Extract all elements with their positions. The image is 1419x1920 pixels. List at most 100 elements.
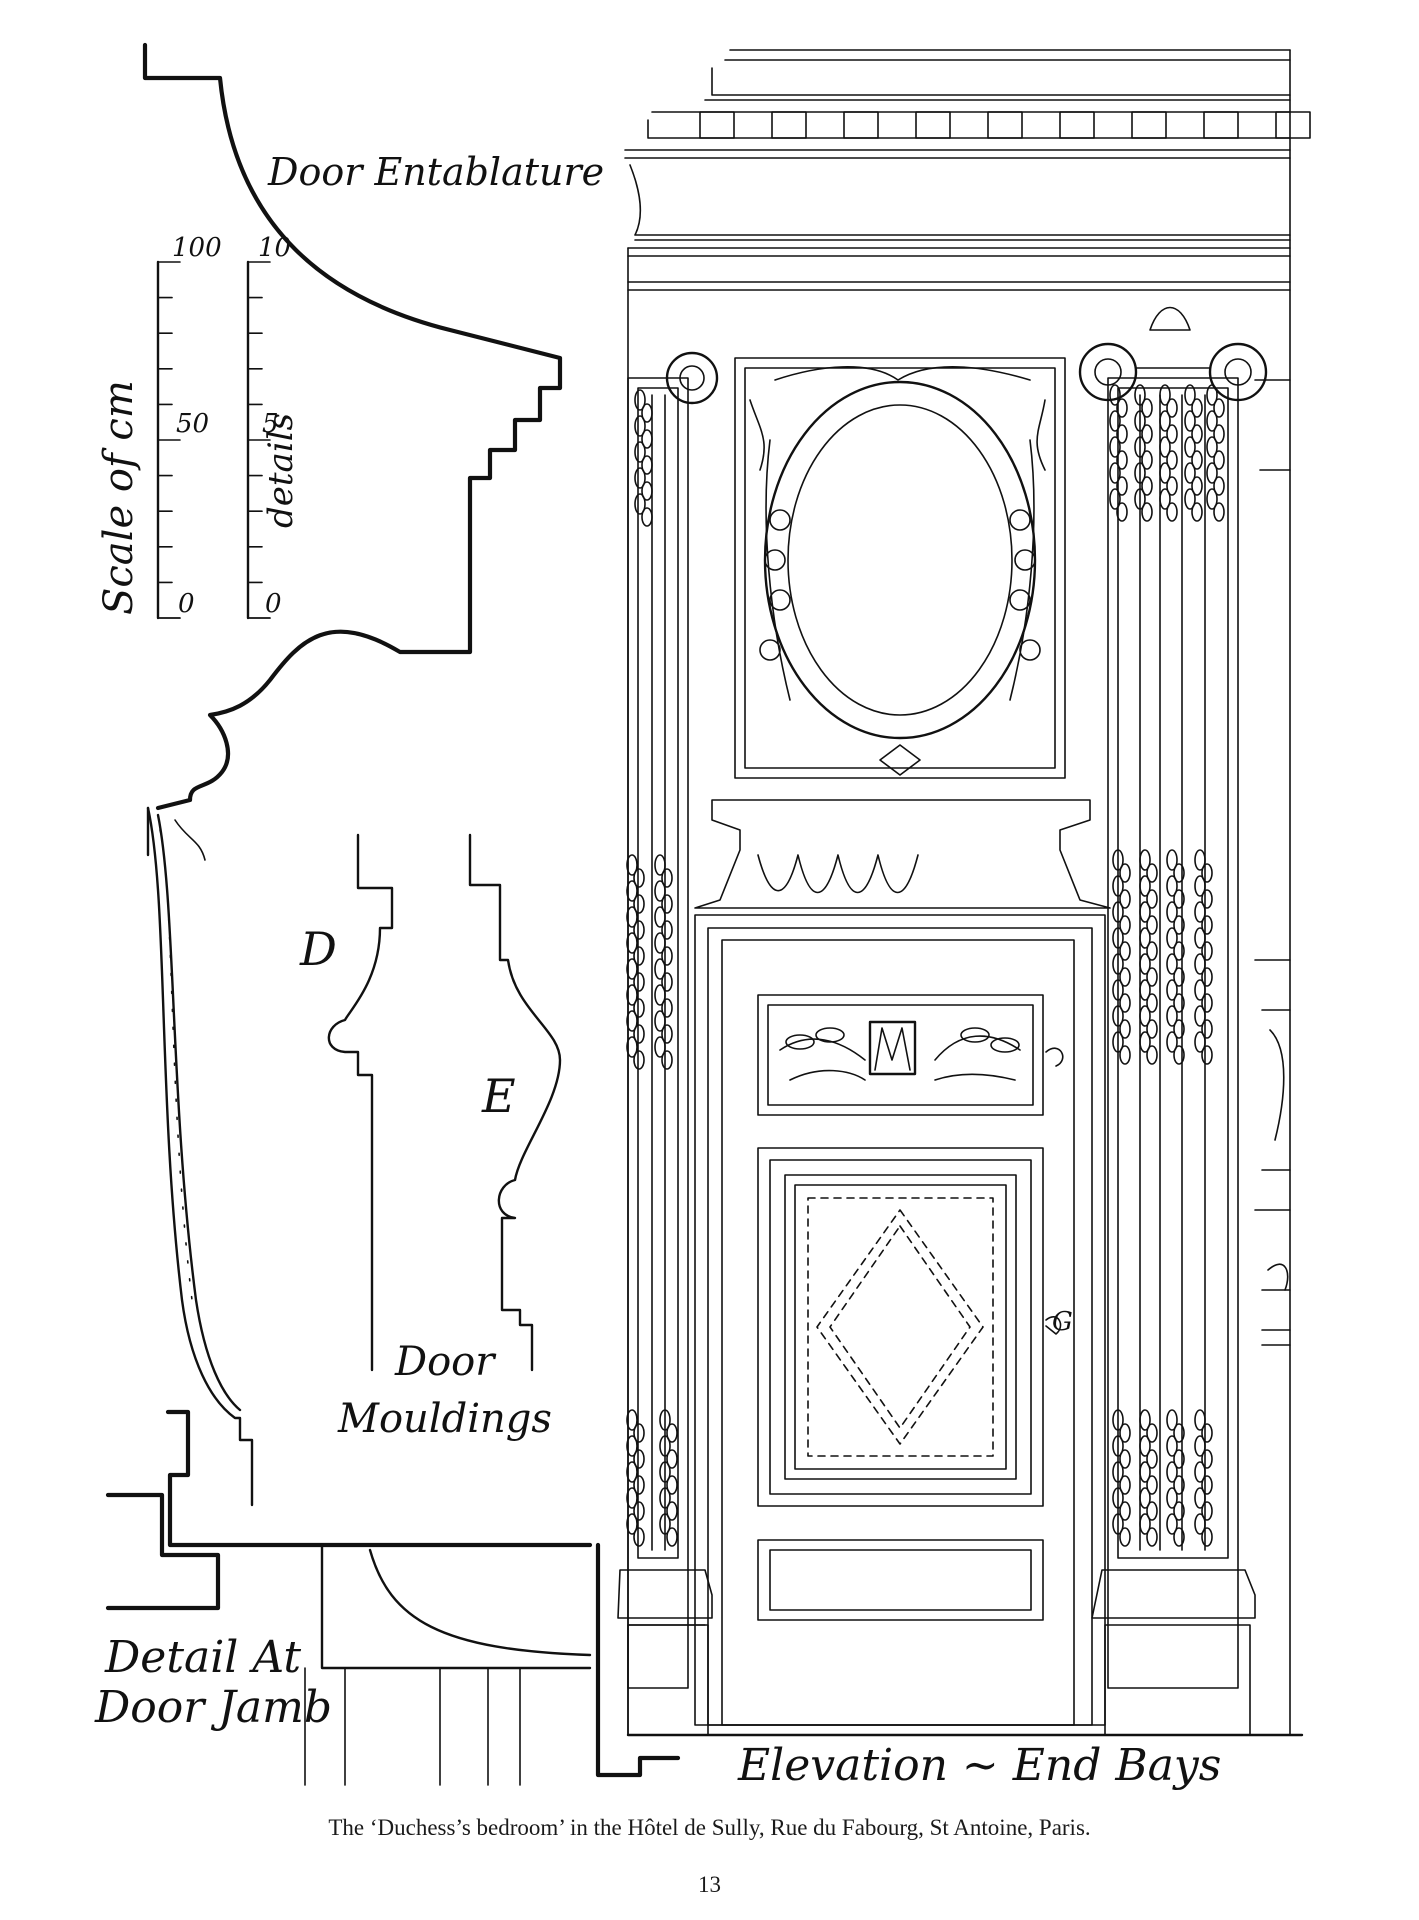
door-jamb-label: Door Jamb: [94, 1682, 332, 1733]
door-jamb-section: [105, 806, 681, 1786]
carved-leaf: [654, 854, 666, 876]
carved-leaf: [1134, 410, 1146, 432]
carved-leaf: [1201, 941, 1213, 961]
carved-leaf: [1139, 953, 1151, 975]
carved-leaf: [1116, 450, 1128, 470]
carved-leaf: [1116, 502, 1128, 522]
carved-leaf: [1139, 901, 1151, 923]
carved-leaf: [1201, 993, 1213, 1013]
carved-leaf: [633, 1501, 645, 1521]
entablature-profile: [142, 42, 563, 811]
carved-leaf: [626, 958, 638, 980]
carved-leaf: [1194, 1461, 1206, 1483]
left-pilaster: [617, 351, 719, 1736]
carved-leaf: [1146, 863, 1158, 883]
carved-leaf: [1191, 424, 1203, 444]
carved-leaf: [1112, 1005, 1124, 1027]
carved-leaf: [659, 1409, 671, 1431]
carved-leaf: [633, 998, 645, 1018]
door: [694, 914, 1106, 1726]
carved-leaf: [1119, 967, 1131, 987]
dentil: [771, 111, 807, 139]
carved-leaf: [1184, 462, 1196, 484]
carved-leaf: [1119, 941, 1131, 961]
door-mouldings-label-1: Door: [394, 1339, 497, 1385]
carved-leaf: [1166, 875, 1178, 897]
carved-leaf: [1206, 436, 1218, 458]
carved-leaf: [1206, 384, 1218, 406]
carved-leaf: [633, 1024, 645, 1044]
carved-leaf: [641, 429, 653, 449]
carved-leaf: [1201, 967, 1213, 987]
carved-leaf: [1109, 462, 1121, 484]
carved-leaf: [1166, 1031, 1178, 1053]
carved-leaf: [1194, 1513, 1206, 1535]
dentil: [1203, 111, 1239, 139]
carved-leaf: [1139, 875, 1151, 897]
carved-leaf: [633, 946, 645, 966]
carved-leaf: [1139, 1461, 1151, 1483]
carved-leaf: [1134, 436, 1146, 458]
carved-leaf: [1112, 927, 1124, 949]
carved-leaf: [1213, 502, 1225, 522]
carved-leaf: [666, 1449, 678, 1469]
scale-b-top: 10: [258, 233, 291, 263]
carved-leaf: [1159, 436, 1171, 458]
carved-leaf: [1213, 424, 1225, 444]
carved-leaf: [1112, 1513, 1124, 1535]
carved-leaf: [654, 880, 666, 902]
carved-leaf: [1166, 450, 1178, 470]
carved-leaf: [661, 894, 673, 914]
carved-leaf: [1173, 993, 1185, 1013]
carved-leaf: [1194, 1031, 1206, 1053]
scale-b-bottom: 0: [265, 589, 282, 619]
carved-leaf: [626, 984, 638, 1006]
carved-leaf: [661, 868, 673, 888]
scale-a-mid: 50: [176, 409, 209, 439]
carved-leaf: [1166, 1487, 1178, 1509]
moulding-e-label: E: [481, 1069, 516, 1123]
carved-leaf: [626, 932, 638, 954]
carved-leaf: [666, 1501, 678, 1521]
carved-leaf: [1173, 1501, 1185, 1521]
carved-leaf: [1213, 450, 1225, 470]
carved-leaf: [1194, 901, 1206, 923]
carved-leaf: [634, 493, 646, 515]
carved-leaf: [1139, 1409, 1151, 1431]
carved-leaf: [1201, 1475, 1213, 1495]
carved-leaf: [1173, 1423, 1185, 1443]
dentil: [1059, 111, 1095, 139]
carved-leaf: [1201, 1527, 1213, 1547]
carved-leaf: [654, 958, 666, 980]
carved-leaf: [1173, 863, 1185, 883]
carved-leaf: [1119, 993, 1131, 1013]
carved-leaf: [1119, 1045, 1131, 1065]
carved-leaf: [1139, 849, 1151, 871]
carved-leaf: [1146, 993, 1158, 1013]
dentil: [987, 111, 1023, 139]
carved-leaf: [1206, 462, 1218, 484]
carved-leaf: [1173, 1045, 1185, 1065]
scale-a-top: 100: [172, 233, 222, 263]
carved-leaf: [654, 1010, 666, 1032]
carved-leaf: [1173, 967, 1185, 987]
carved-leaf: [633, 868, 645, 888]
carved-leaf: [666, 1475, 678, 1495]
carved-leaf: [1146, 915, 1158, 935]
carved-leaf: [1184, 384, 1196, 406]
carved-leaf: [1159, 410, 1171, 432]
carved-leaf: [1141, 398, 1153, 418]
carved-leaf: [1112, 953, 1124, 975]
carved-leaf: [633, 1423, 645, 1443]
carved-leaf: [1112, 1409, 1124, 1431]
carved-leaf: [633, 972, 645, 992]
carved-leaf: [666, 1527, 678, 1547]
carved-leaf: [654, 1036, 666, 1058]
carved-leaf: [626, 1513, 638, 1535]
carved-leaf: [1146, 889, 1158, 909]
carved-leaf: [1112, 849, 1124, 871]
door-entablature-label: Door Entablature: [267, 150, 604, 194]
carved-leaf: [1141, 450, 1153, 470]
carved-leaf: [659, 1435, 671, 1457]
carved-leaf: [1146, 941, 1158, 961]
